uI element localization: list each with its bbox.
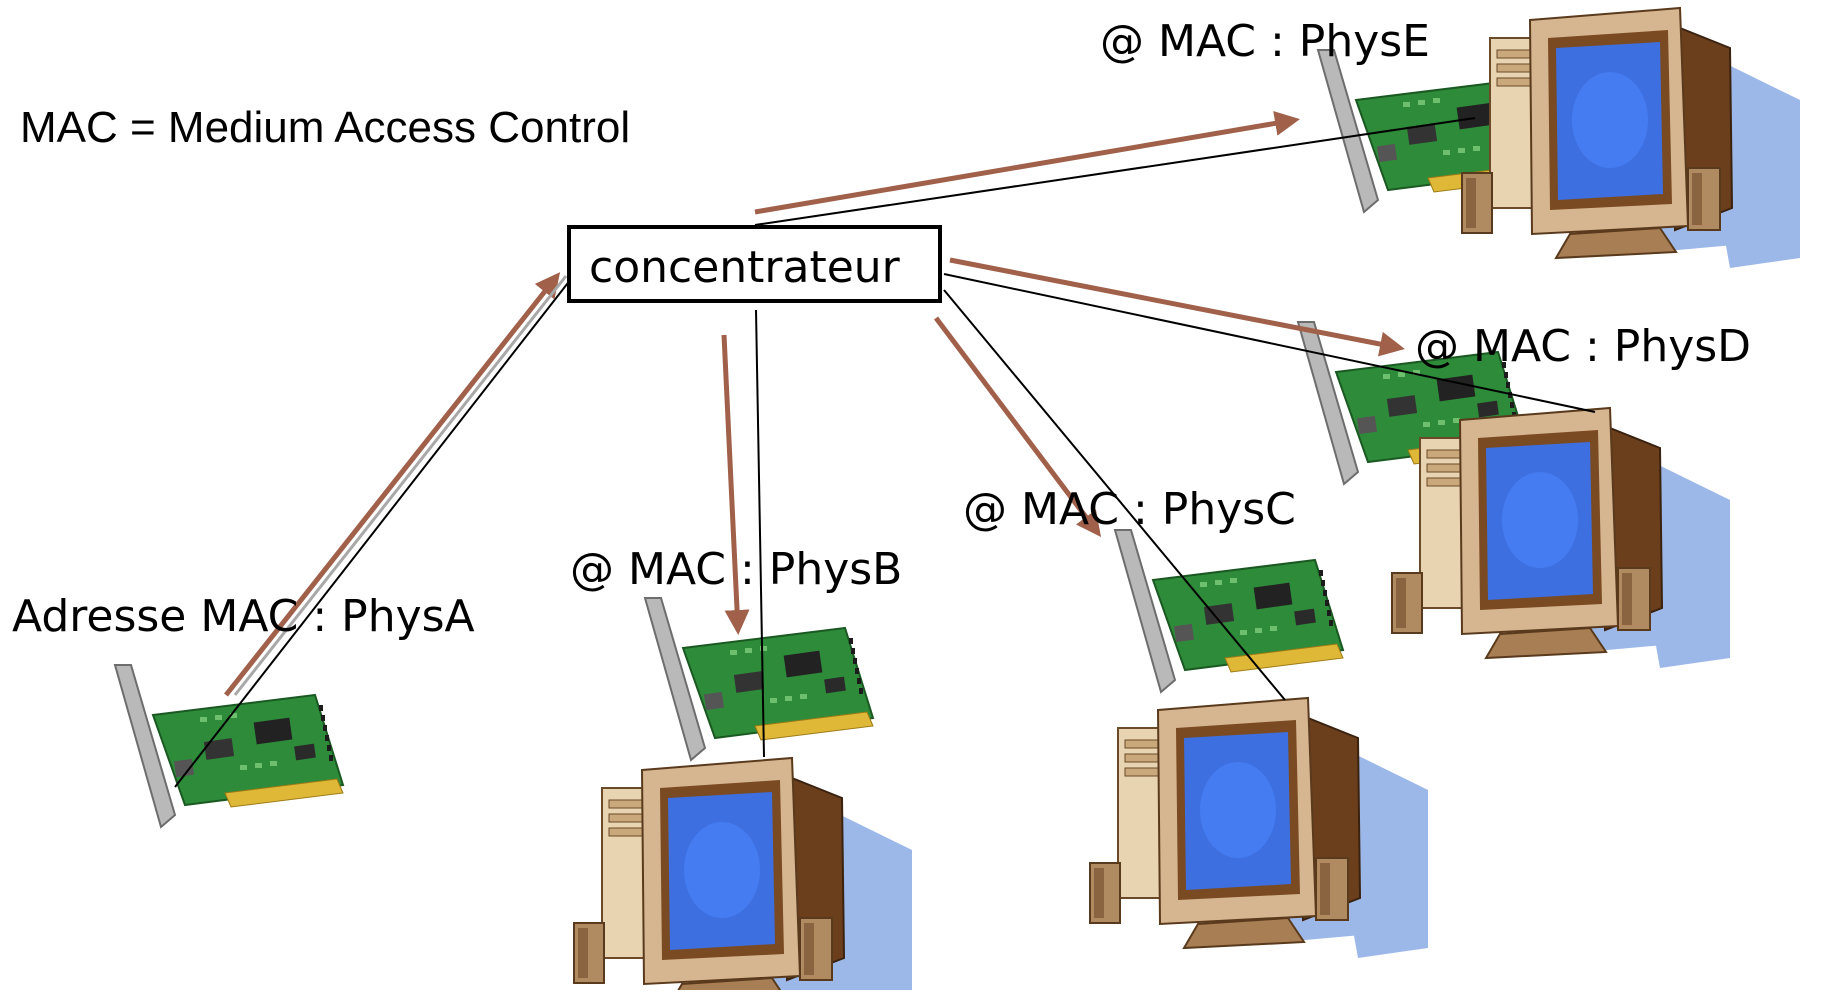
network-card-icon bbox=[1114, 529, 1344, 693]
computer-icon bbox=[1461, 7, 1801, 269]
computer-icon bbox=[1391, 407, 1731, 669]
cable-b bbox=[755, 309, 765, 758]
network-card-icon bbox=[644, 597, 874, 761]
cable-d bbox=[943, 273, 1596, 413]
computer-icon bbox=[1089, 697, 1429, 959]
arrow-to-c bbox=[934, 316, 1102, 537]
cable-c bbox=[943, 289, 1286, 701]
cables bbox=[174, 117, 1596, 788]
station-label-a: Adresse MAC : PhysA bbox=[12, 591, 475, 642]
arrow-to-b bbox=[721, 334, 750, 635]
hub-box: concentrateur bbox=[567, 225, 942, 303]
cable-e bbox=[754, 117, 1476, 226]
station-label-b: @ MAC : PhysB bbox=[570, 544, 903, 595]
arrow-to-e bbox=[754, 111, 1300, 215]
mac-definition: MAC = Medium Access Control bbox=[20, 103, 631, 152]
hub-label: concentrateur bbox=[589, 242, 900, 293]
station-label-e: @ MAC : PhysE bbox=[1100, 16, 1430, 67]
arrow-to-d bbox=[949, 257, 1405, 357]
arrow-shadow bbox=[233, 275, 568, 696]
signal-arrows bbox=[224, 111, 1405, 697]
station-label-c: @ MAC : PhysC bbox=[963, 484, 1296, 535]
station-label-d: @ MAC : PhysD bbox=[1415, 321, 1752, 372]
arrow-to-hub bbox=[224, 272, 561, 697]
computer-icon bbox=[573, 757, 913, 994]
cable-a bbox=[174, 269, 579, 788]
